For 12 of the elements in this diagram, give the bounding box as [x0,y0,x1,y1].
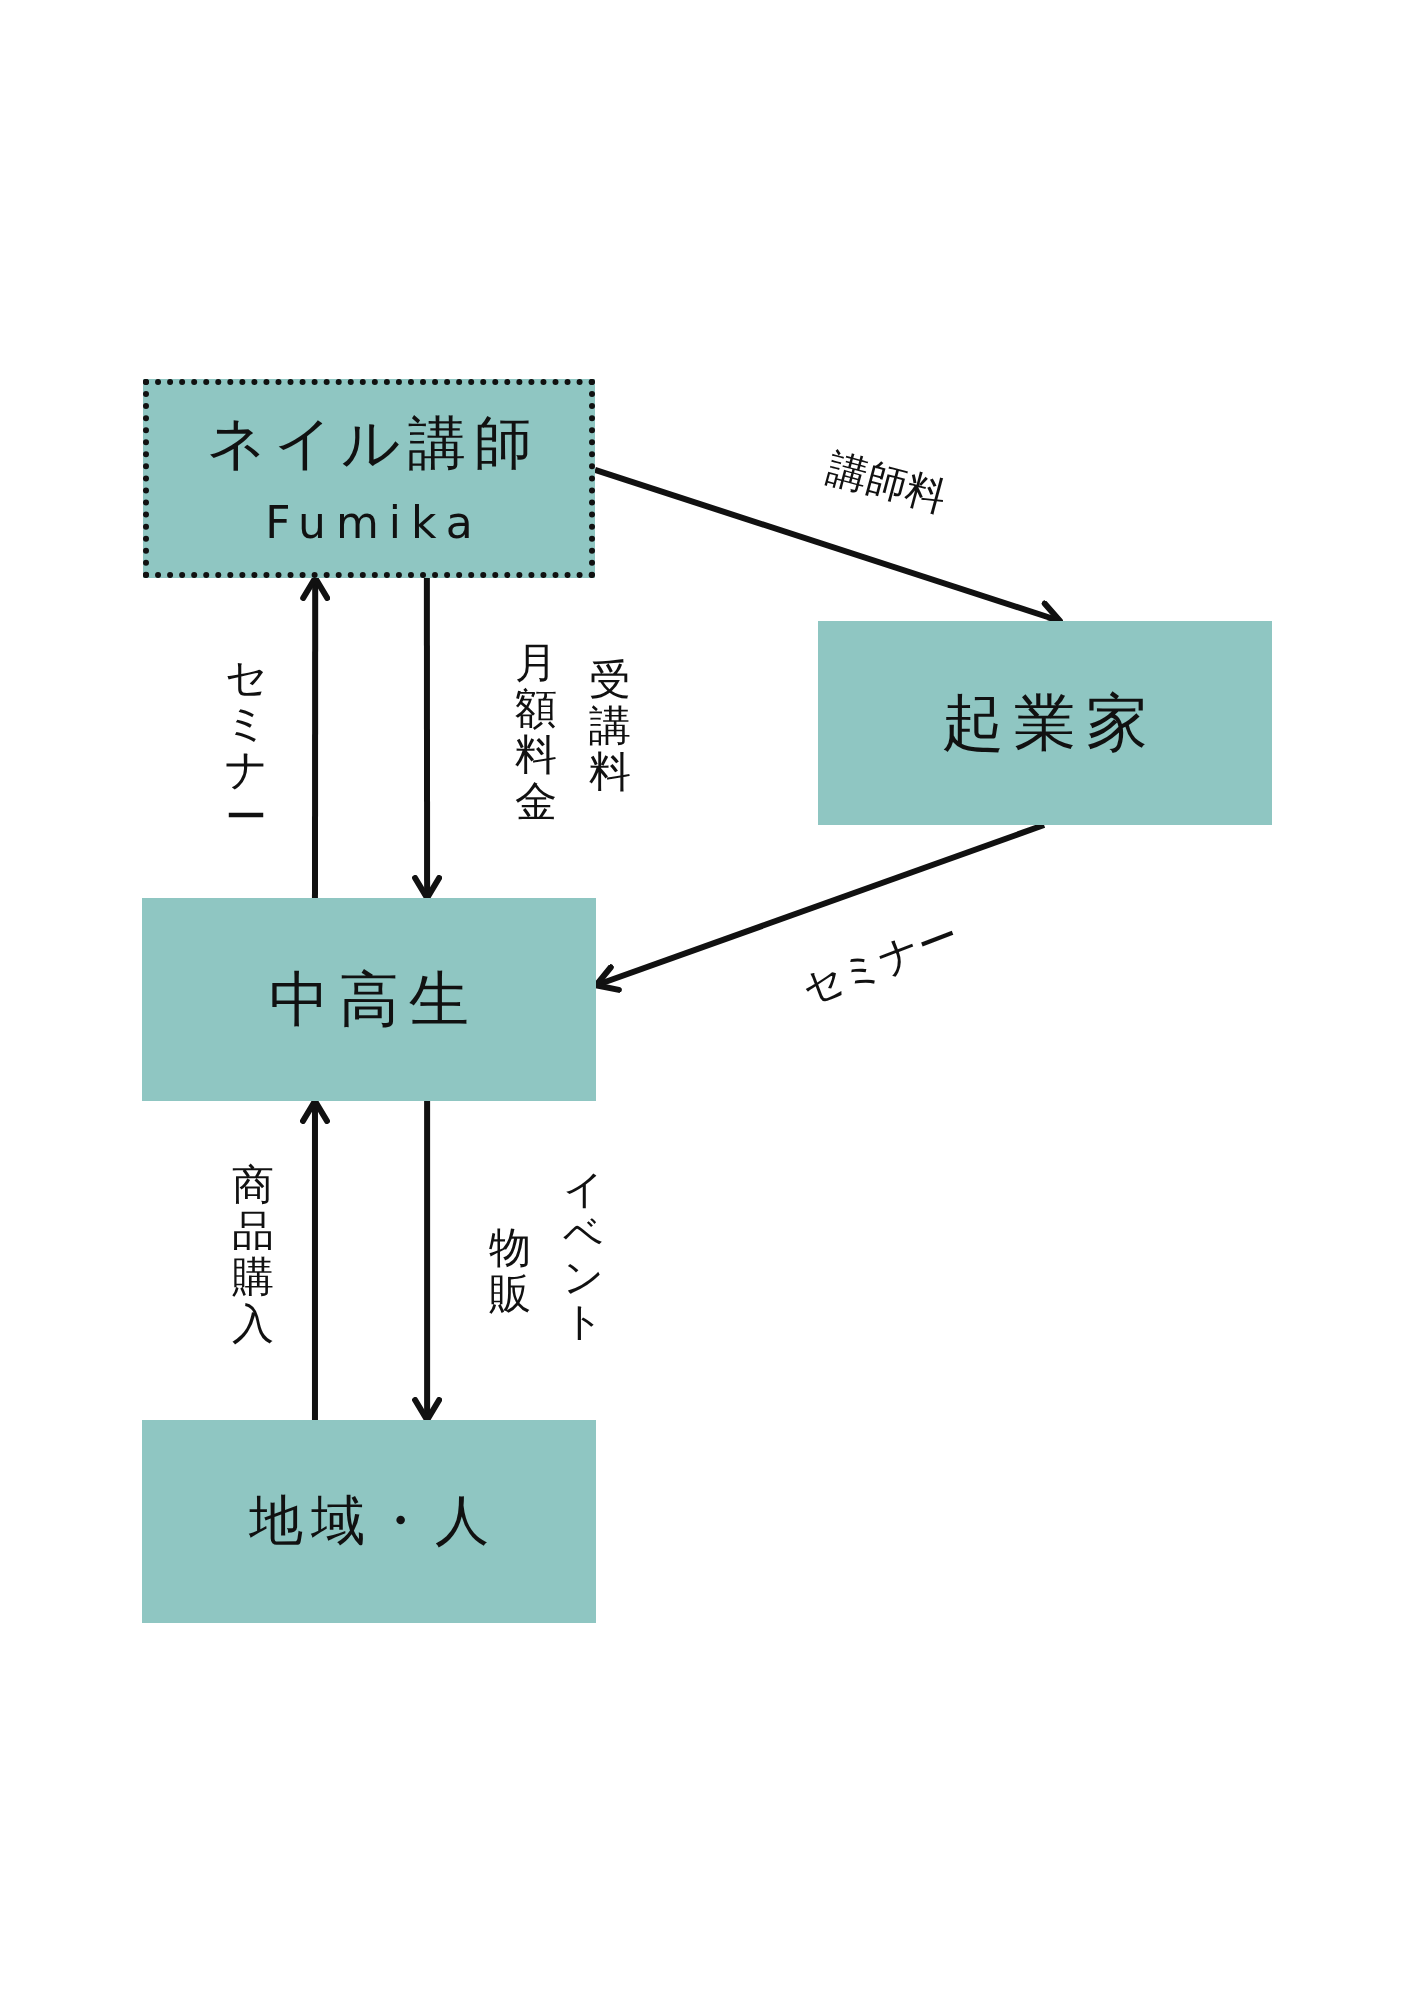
entity-box [142,898,596,1101]
box-title: 中高生 [269,965,479,1034]
entity-box [143,379,595,578]
entity-box [142,1420,596,1623]
entity-box [818,621,1272,825]
edge-label: 商品購入 [232,1162,274,1347]
box-title: 起業家 [942,687,1158,759]
box-title: ネイル講師 [206,409,540,477]
box-title: 地域・人 [249,1490,497,1553]
arrow [412,1101,443,1423]
box-subtitle: Fumika [265,498,483,550]
arrow [412,578,443,901]
